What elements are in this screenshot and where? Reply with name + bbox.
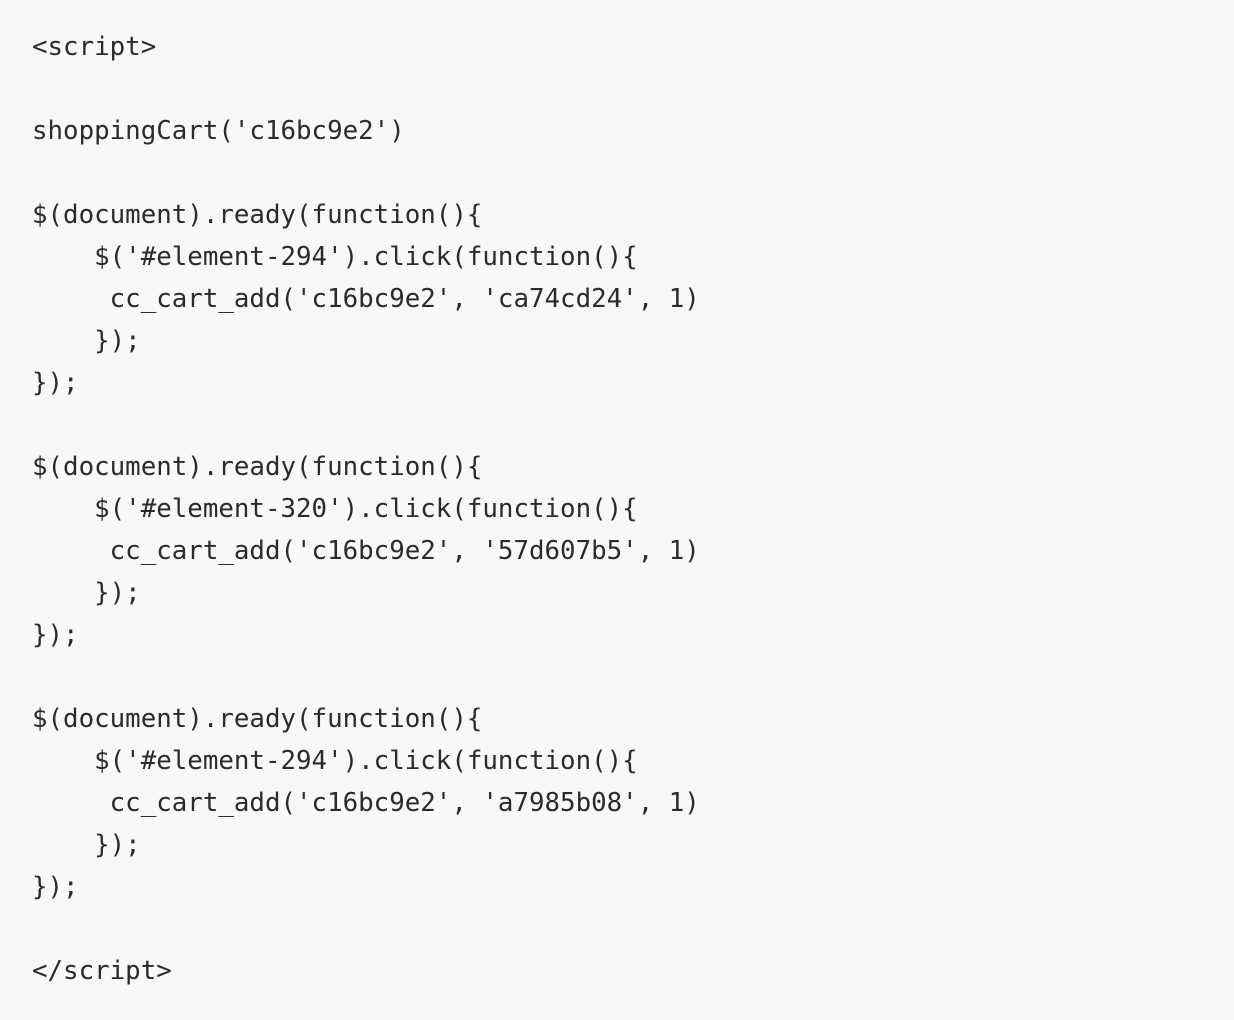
code-line: cc_cart_add('c16bc9e2', 'ca74cd24', 1) <box>32 284 700 314</box>
code-line <box>32 656 700 698</box>
code-line <box>32 404 700 446</box>
code-line <box>32 152 700 194</box>
code-line: </script> <box>32 956 172 986</box>
code-line <box>32 68 700 110</box>
code-line: }); <box>32 830 141 860</box>
code-line <box>32 908 700 950</box>
code-line: }); <box>32 620 79 650</box>
code-line: }); <box>32 326 141 356</box>
code-line: }); <box>32 872 79 902</box>
code-line: $(document).ready(function(){ <box>32 200 483 230</box>
code-line: $('#element-294').click(function(){ <box>32 746 638 776</box>
code-line: <script> <box>32 32 157 62</box>
code-block: <script> shoppingCart('c16bc9e2') $(docume… <box>32 26 700 992</box>
code-line: cc_cart_add('c16bc9e2', '57d607b5', 1) <box>32 536 700 566</box>
code-line: $('#element-294').click(function(){ <box>32 242 638 272</box>
code-line: cc_cart_add('c16bc9e2', 'a7985b08', 1) <box>32 788 700 818</box>
code-line: $(document).ready(function(){ <box>32 452 483 482</box>
code-line: }); <box>32 368 79 398</box>
code-line: $('#element-320').click(function(){ <box>32 494 638 524</box>
code-line: shoppingCart('c16bc9e2') <box>32 116 405 146</box>
code-line: }); <box>32 578 141 608</box>
code-line: $(document).ready(function(){ <box>32 704 483 734</box>
